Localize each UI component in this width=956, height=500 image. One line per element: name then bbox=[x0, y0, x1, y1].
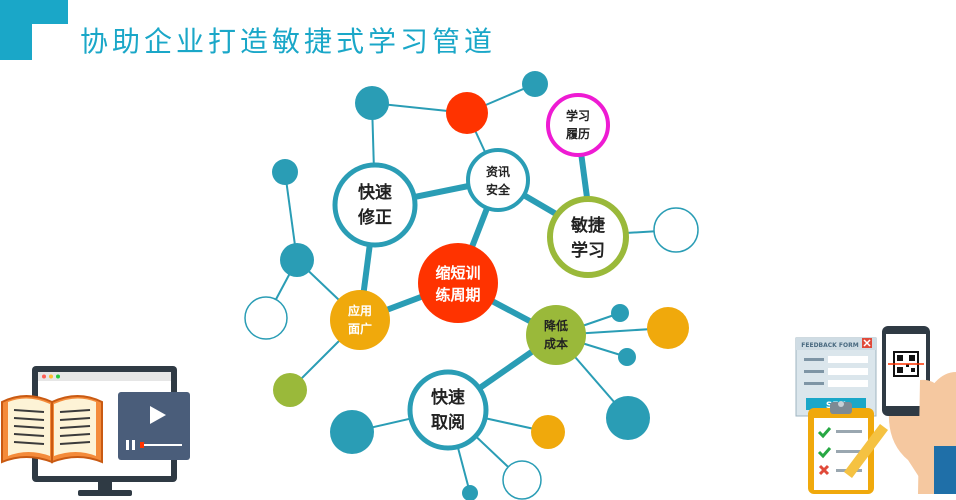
node-quick-access: 快速 取阅 bbox=[407, 369, 489, 451]
svg-text:学习: 学习 bbox=[571, 240, 605, 261]
decor-dot bbox=[611, 304, 629, 322]
elearning-illustration bbox=[0, 366, 190, 496]
decor-dot bbox=[653, 207, 699, 253]
decor-dot bbox=[606, 396, 650, 440]
decor-dot bbox=[280, 243, 314, 277]
decor-dot bbox=[522, 71, 548, 97]
decor-dot bbox=[531, 415, 565, 449]
decor-dot bbox=[462, 485, 478, 500]
decor-dot bbox=[355, 86, 389, 120]
decor-dot bbox=[244, 296, 288, 340]
svg-text:快速: 快速 bbox=[358, 182, 392, 203]
svg-text:履历: 履历 bbox=[565, 127, 590, 141]
open-book-icon bbox=[0, 395, 103, 464]
node-quick-fix: 快速 修正 bbox=[332, 162, 418, 248]
corner-accent-notch bbox=[32, 24, 68, 60]
node-wide-application: 应用 面广 bbox=[330, 290, 390, 350]
pencil-icon bbox=[844, 424, 888, 478]
decor-dot bbox=[330, 410, 374, 454]
decor-dot bbox=[647, 307, 689, 349]
svg-text:安全: 安全 bbox=[486, 182, 511, 197]
node-reduce-cost: 降低 成本 bbox=[526, 305, 586, 365]
decor-dot bbox=[272, 159, 298, 185]
decor-dot bbox=[273, 373, 307, 407]
video-player-icon bbox=[118, 392, 190, 460]
svg-text:修正: 修正 bbox=[357, 207, 392, 228]
svg-text:资讯: 资讯 bbox=[486, 164, 510, 179]
page-title: 协助企业打造敏捷式学习管道 bbox=[80, 25, 497, 58]
node-info-security: 资讯 安全 bbox=[466, 148, 530, 212]
svg-text:练周期: 练周期 bbox=[435, 286, 480, 304]
svg-text:面广: 面广 bbox=[348, 321, 372, 336]
svg-text:取阅: 取阅 bbox=[431, 412, 465, 433]
svg-text:成本: 成本 bbox=[544, 336, 568, 351]
decor-dot bbox=[446, 92, 488, 134]
node-shorten-cycle: 缩短训 练周期 bbox=[418, 243, 498, 323]
svg-text:FEEDBACK FORM: FEEDBACK FORM bbox=[801, 342, 858, 349]
play-icon bbox=[150, 406, 166, 424]
decor-dot bbox=[502, 460, 542, 500]
checklist-icon bbox=[808, 401, 888, 494]
svg-text:降低: 降低 bbox=[544, 318, 568, 333]
node-learning-resume: 学习 履历 bbox=[546, 93, 610, 157]
svg-text:缩短训: 缩短训 bbox=[435, 264, 480, 282]
svg-text:应用: 应用 bbox=[348, 303, 372, 318]
svg-text:学习: 学习 bbox=[566, 108, 590, 123]
svg-text:敏捷: 敏捷 bbox=[570, 215, 606, 236]
phone-qr-icon bbox=[882, 326, 956, 494]
node-agile-learning: 敏捷 学习 bbox=[547, 196, 629, 278]
decor-dot bbox=[618, 348, 636, 366]
feedback-illustration: FEEDBACK FORM SEN bbox=[795, 326, 956, 494]
svg-text:快速: 快速 bbox=[431, 387, 465, 408]
